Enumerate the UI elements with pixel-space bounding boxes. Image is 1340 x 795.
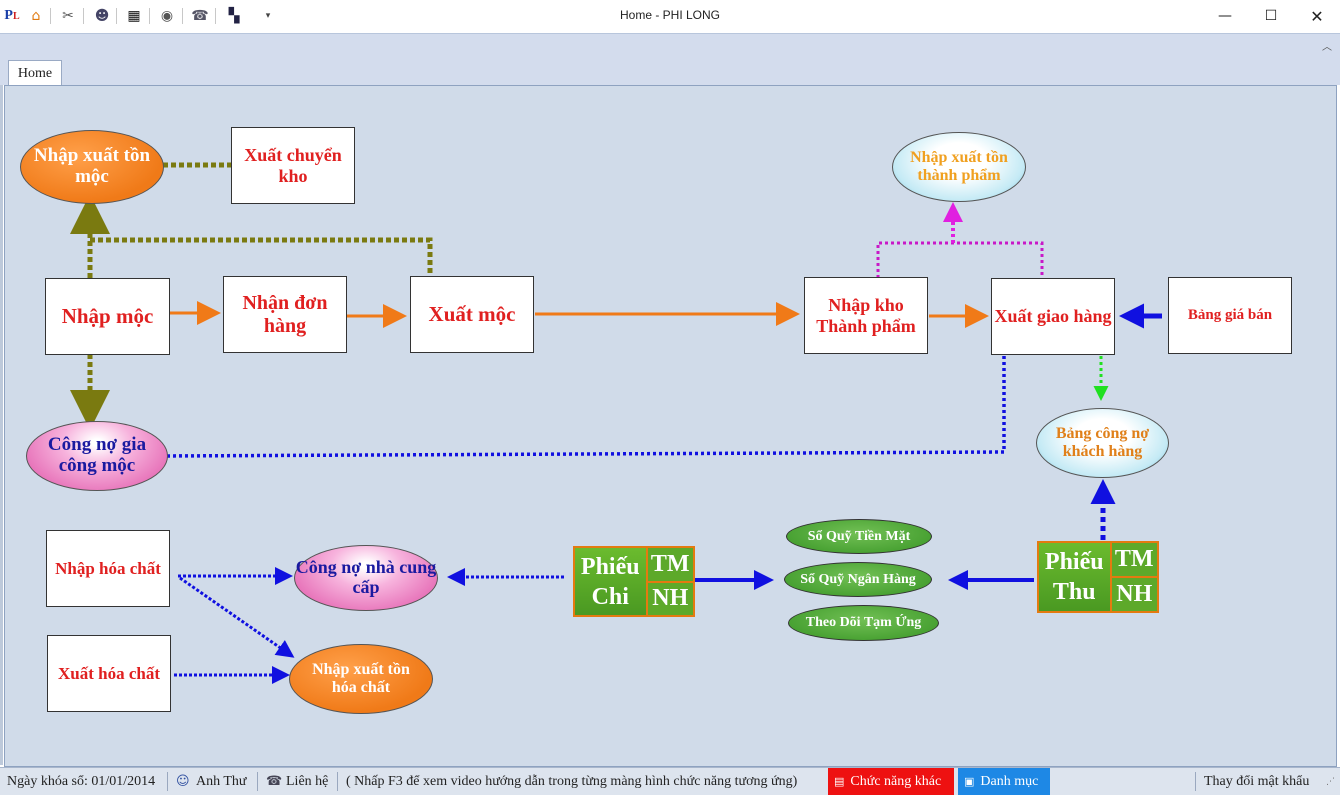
phieu-thu-block: Phiếu Thu TM NH: [1037, 541, 1159, 613]
minimize-icon[interactable]: —: [1218, 8, 1232, 24]
lock-date-label: Ngày khóa sổ: 01/01/2014: [7, 773, 156, 789]
phieu-thu-label: Phiếu Thu: [1039, 543, 1110, 611]
cong-no-nha-cung-cap-node[interactable]: Công nợ nhà cung cấp: [294, 545, 438, 611]
phieu-thu-nh-button[interactable]: NH: [1111, 578, 1157, 611]
nhap-kho-thanh-pham-node[interactable]: Nhập kho Thành phẩm: [804, 277, 928, 354]
phone-icon: ☎: [266, 774, 283, 789]
phieu-chi-block: Phiếu Chi TM NH: [573, 546, 695, 617]
separator: [215, 8, 216, 24]
phieu-chi-label: Phiếu Chi: [575, 548, 646, 615]
list-icon: ▤: [834, 775, 845, 788]
eye-icon[interactable]: ◉: [160, 8, 174, 24]
so-quy-tien-mat-node[interactable]: Sổ Quỹ Tiền Mặt: [786, 519, 932, 554]
xuat-hoa-chat-node[interactable]: Xuất hóa chất: [47, 635, 171, 712]
close-icon[interactable]: ✕: [1310, 6, 1324, 26]
separator: [149, 8, 150, 24]
bang-cong-no-khach-hang-node[interactable]: Bảng công nợ khách hàng: [1036, 408, 1169, 478]
phieu-chi-tm-button[interactable]: TM: [647, 548, 693, 581]
user-label[interactable]: Anh Thư: [196, 773, 247, 789]
user-icon: ☺: [176, 774, 190, 789]
connector: [161, 356, 1006, 458]
theo-doi-tam-ung-node[interactable]: Theo Dõi Tạm Ứng: [788, 605, 939, 641]
video-icon[interactable]: ▦: [127, 8, 141, 24]
phieu-chi-line2: Chi: [591, 583, 629, 610]
nhap-hoa-chat-node[interactable]: Nhập hóa chất: [46, 530, 170, 607]
collapse-ribbon-icon[interactable]: ︿: [1322, 42, 1332, 53]
connector: [179, 576, 295, 658]
resize-grip-icon[interactable]: ⋰: [1326, 776, 1335, 787]
dropdown-arrow-icon[interactable]: ▾: [265, 11, 271, 21]
separator: [167, 772, 168, 791]
catalog-label: Danh mục: [980, 773, 1039, 789]
separator: [182, 8, 183, 24]
window-icon[interactable]: ▚: [228, 8, 240, 24]
tools-icon[interactable]: ✂: [62, 8, 74, 24]
nhan-don-hang-node[interactable]: Nhận đơn hàng: [223, 276, 347, 353]
separator: [1195, 772, 1196, 791]
separator: [257, 772, 258, 791]
ribbon: ︿: [0, 33, 1340, 58]
connector: [90, 237, 433, 277]
connector: [876, 241, 1044, 278]
xuat-chuyen-kho-node[interactable]: Xuất chuyển kho: [231, 127, 355, 204]
separator: [50, 8, 51, 24]
bang-gia-ban-node[interactable]: Bảng giá bán: [1168, 277, 1292, 354]
hint-text: ( Nhấp F3 để xem video hướng dẫn trong t…: [346, 773, 798, 789]
separator: [116, 8, 117, 24]
status-bar: Ngày khóa sổ: 01/01/2014 ☺ Anh Thư ☎ Liê…: [0, 767, 1340, 795]
phieu-thu-tm-button[interactable]: TM: [1111, 543, 1157, 576]
phone-icon[interactable]: ☎: [191, 8, 209, 24]
cong-no-gia-cong-moc-node[interactable]: Công nợ gia công mộc: [26, 421, 168, 491]
contact-link[interactable]: Liên hệ: [286, 773, 329, 789]
tab-strip: Home: [0, 57, 1340, 86]
separator: [337, 772, 338, 791]
users-icon[interactable]: ☻: [94, 8, 110, 24]
nhap-xuat-ton-hoa-chat-node[interactable]: Nhập xuất tồn hóa chất: [289, 644, 433, 714]
catalog-icon: ▣: [964, 775, 975, 788]
catalog-button[interactable]: ▣ Danh mục: [958, 768, 1050, 795]
maximize-icon[interactable]: ☐: [1264, 8, 1278, 24]
other-functions-button[interactable]: ▤ Chức năng khác: [828, 768, 954, 795]
phieu-thu-line2: Thu: [1052, 579, 1096, 605]
change-password-link[interactable]: Thay đổi mật khẩu: [1204, 773, 1310, 789]
xuat-giao-hang-node[interactable]: Xuất giao hàng: [991, 278, 1115, 355]
separator: [83, 8, 84, 24]
home-icon[interactable]: ⌂: [31, 8, 41, 24]
nhap-moc-node[interactable]: Nhập mộc: [45, 278, 170, 355]
xuat-moc-node[interactable]: Xuất mộc: [410, 276, 534, 353]
nhap-xuat-ton-thanh-pham-node[interactable]: Nhập xuất tồn thành phẩm: [892, 132, 1026, 202]
left-edge: [0, 85, 3, 765]
so-quy-ngan-hang-node[interactable]: Sổ Quỹ Ngân Hàng: [784, 562, 932, 597]
tab-home[interactable]: Home: [8, 60, 62, 86]
nhap-xuat-ton-moc-node[interactable]: Nhập xuất tồn mộc: [20, 130, 164, 204]
phieu-chi-line1: Phiếu: [580, 553, 640, 580]
other-functions-label: Chức năng khác: [850, 773, 942, 789]
phieu-thu-line1: Phiếu: [1044, 549, 1104, 575]
phieu-chi-nh-button[interactable]: NH: [647, 582, 693, 615]
